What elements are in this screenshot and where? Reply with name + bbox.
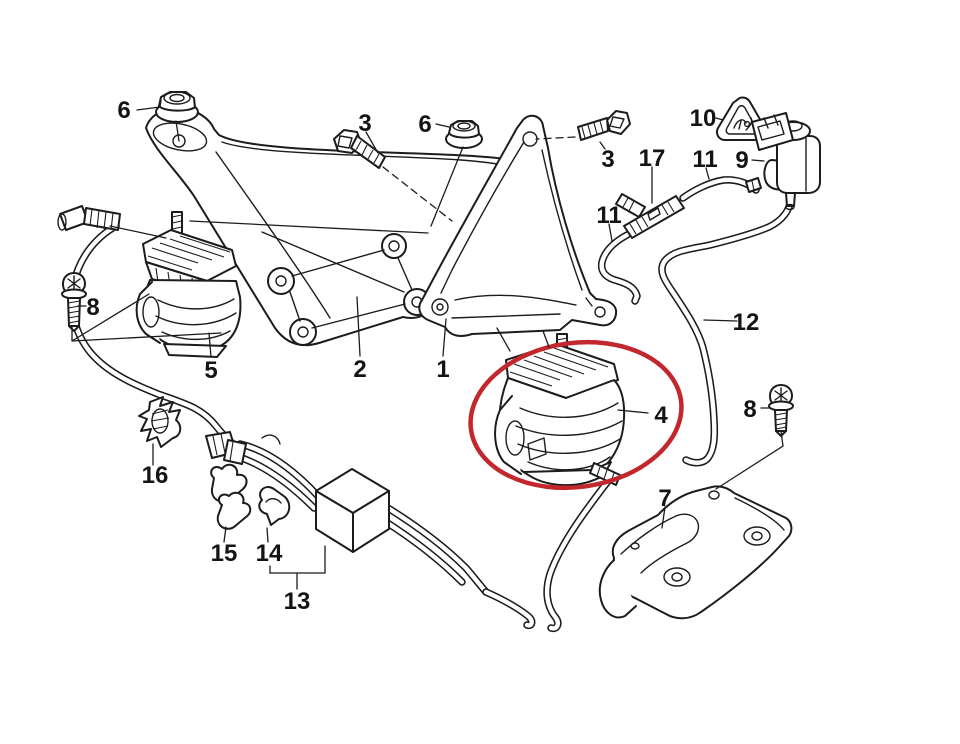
callout-13[interactable]: 13 <box>284 588 311 615</box>
hose-fitting <box>57 205 121 231</box>
part-nut-6-left[interactable] <box>155 91 199 123</box>
part-engine-mount-highlighted[interactable] <box>494 333 626 487</box>
callout-12[interactable]: 12 <box>733 309 760 336</box>
part-triangular-support-bracket[interactable] <box>418 114 618 337</box>
highlight-ellipse <box>468 339 684 491</box>
callout-10[interactable]: 10 <box>690 105 717 132</box>
callout-11a[interactable]: 11 <box>596 202 621 229</box>
part-lower-support-bracket[interactable] <box>598 485 793 620</box>
callout-1[interactable]: 1 <box>436 356 449 383</box>
callout-8a[interactable]: 8 <box>86 294 99 321</box>
callout-5[interactable]: 5 <box>204 357 217 384</box>
callout-3a[interactable]: 3 <box>358 110 371 137</box>
part-nut-6-center[interactable] <box>445 120 483 149</box>
part-clip-16[interactable] <box>138 396 182 448</box>
callout-15[interactable]: 15 <box>211 540 238 567</box>
callout-7[interactable]: 7 <box>658 485 671 512</box>
callout-6b[interactable]: 6 <box>418 111 431 138</box>
callout-3b[interactable]: 3 <box>601 146 614 173</box>
part-clip-15[interactable] <box>210 463 252 530</box>
callouts: 6 3 6 10 17 11 9 3 11 12 8 5 2 1 4 8 16 … <box>86 97 759 615</box>
callout-4[interactable]: 4 <box>654 402 668 429</box>
callout-16[interactable]: 16 <box>142 462 169 489</box>
leader-lines <box>71 106 784 590</box>
callout-9[interactable]: 9 <box>735 147 748 174</box>
callout-14[interactable]: 14 <box>256 540 283 567</box>
callout-11b[interactable]: 11 <box>692 146 717 173</box>
part-clip-14[interactable] <box>258 486 291 526</box>
part-vacuum-valve[interactable] <box>745 112 821 211</box>
callout-17[interactable]: 17 <box>639 145 666 172</box>
pipe-fitting <box>205 431 247 465</box>
part-bolt-3-left[interactable] <box>333 129 386 169</box>
callout-2[interactable]: 2 <box>353 356 366 383</box>
part-bolt-8-left[interactable] <box>61 272 87 332</box>
part-t-connector[interactable] <box>615 193 685 239</box>
part-bolt-8-right[interactable] <box>768 384 794 437</box>
part-bolt-3-right[interactable] <box>577 110 631 141</box>
callout-8b[interactable]: 8 <box>743 396 756 423</box>
part-insulator-block-13[interactable] <box>315 468 390 553</box>
callout-6a[interactable]: 6 <box>117 97 130 124</box>
